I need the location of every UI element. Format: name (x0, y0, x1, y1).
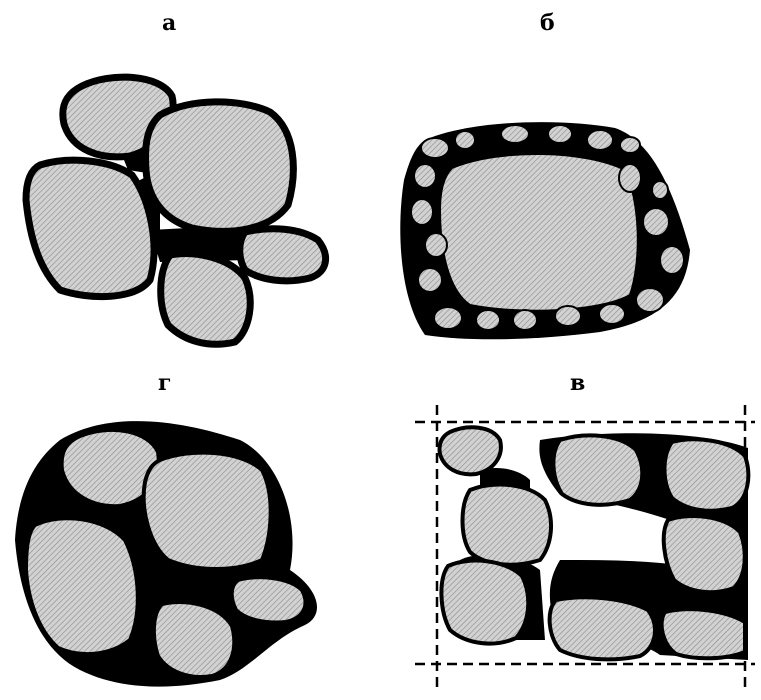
grain (513, 310, 537, 330)
grain (619, 164, 641, 192)
grain (636, 288, 664, 312)
grain (441, 561, 528, 644)
grain (240, 229, 326, 281)
grain (620, 137, 640, 153)
grain (501, 125, 529, 143)
grain (144, 453, 271, 569)
grain (434, 307, 462, 329)
grain (463, 485, 552, 565)
grain (587, 130, 613, 150)
grain (421, 138, 449, 158)
grain (553, 435, 642, 504)
grain (660, 246, 684, 274)
grain (548, 125, 572, 143)
grain (411, 199, 433, 225)
grain (664, 516, 745, 592)
panel-a-contact-cement (26, 77, 326, 344)
grain (662, 609, 745, 658)
grain (414, 164, 436, 188)
grain (455, 131, 475, 149)
grain (643, 208, 669, 236)
grain (599, 304, 625, 324)
grain (154, 602, 234, 677)
panel-g-basal-cement (15, 421, 317, 687)
grain (425, 233, 447, 257)
grain (439, 427, 500, 474)
grain (418, 268, 442, 292)
grain (161, 254, 250, 345)
grain (232, 577, 306, 622)
grain (26, 160, 154, 296)
grain (146, 102, 294, 231)
grain (440, 154, 638, 311)
panel-v-pore-cement (415, 405, 755, 690)
panel-b-crust-cement (400, 122, 690, 339)
grain (550, 597, 655, 659)
grain (555, 306, 581, 326)
grain (652, 181, 668, 199)
grain (476, 310, 500, 330)
grain (665, 439, 749, 510)
